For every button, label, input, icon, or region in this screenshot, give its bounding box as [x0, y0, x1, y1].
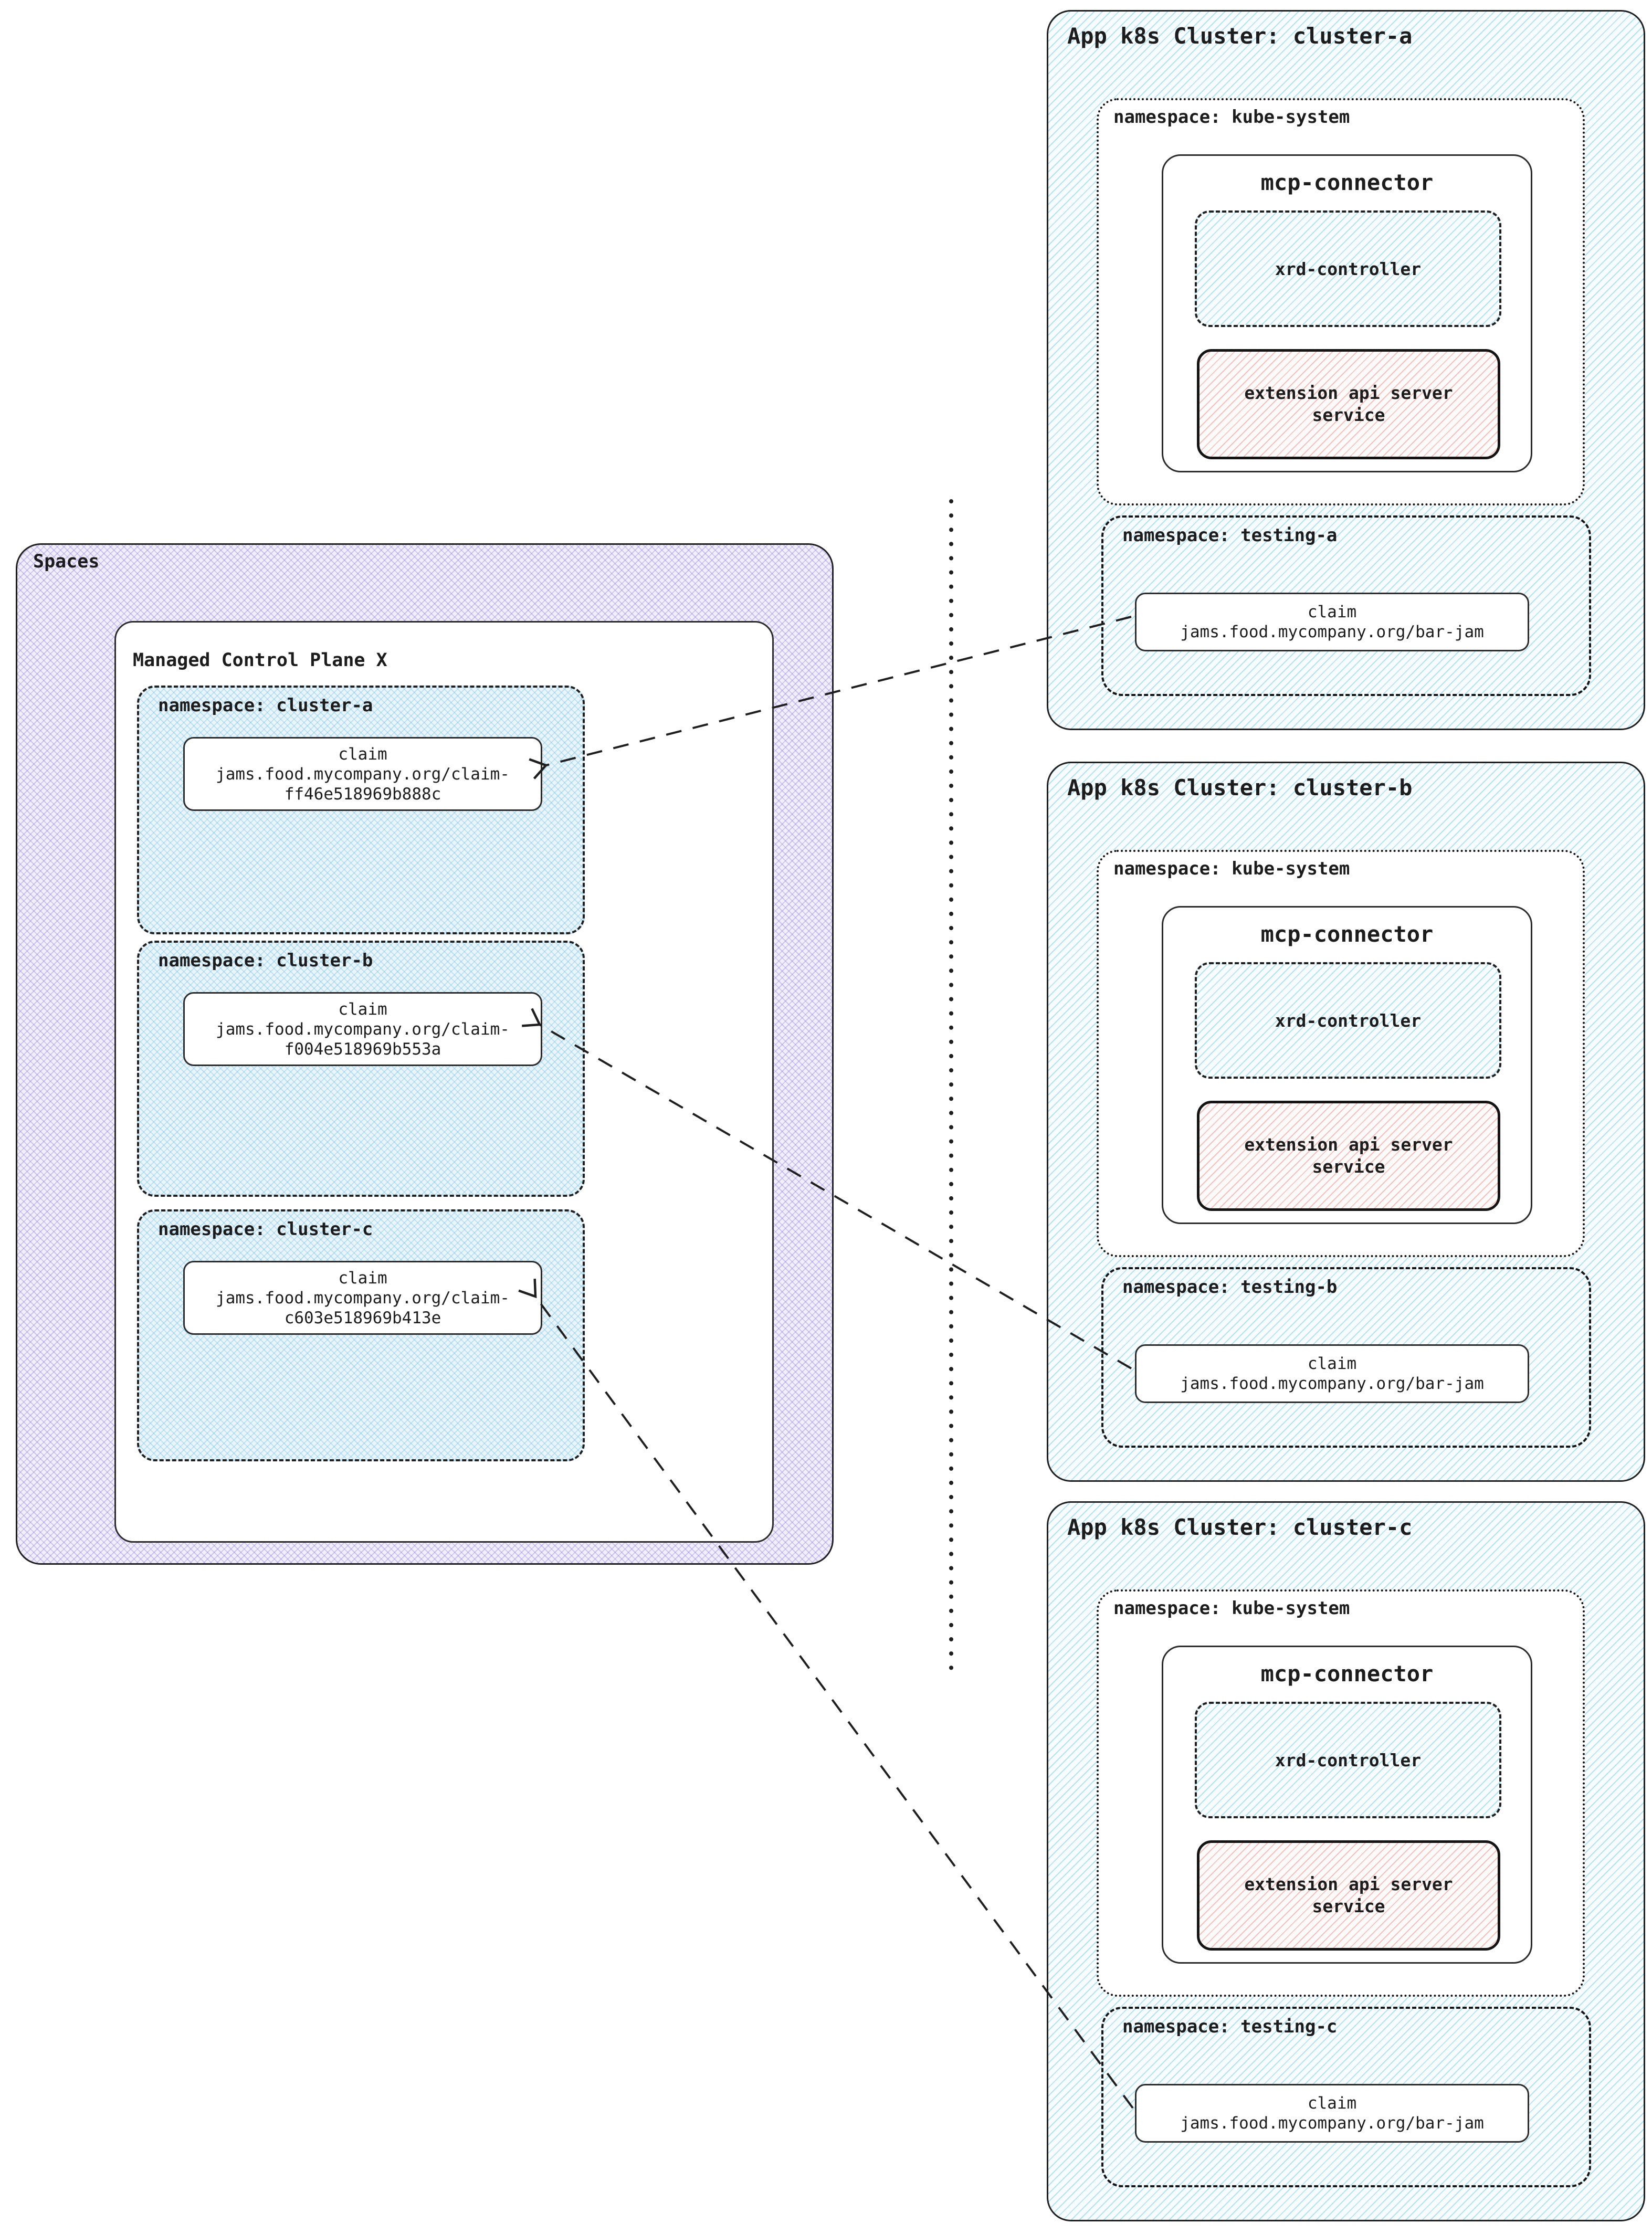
testing-b-box: namespace: testing-b claim jams.food.myc… [1101, 1267, 1591, 1448]
mcp-connector-title: mcp-connector [1260, 1661, 1434, 1687]
testing-a-label: namespace: testing-a [1122, 525, 1338, 546]
claim-box-cluster-a: claim jams.food.mycompany.org/claim- ff4… [183, 737, 542, 811]
xrd-controller-box-a: xrd-controller [1195, 210, 1501, 327]
namespace-cluster-a-box: namespace: cluster-a claim jams.food.myc… [137, 686, 585, 934]
extension-api-server-line1: extension api server [1244, 1874, 1453, 1894]
claim-hash: ff46e518969b888c [284, 784, 441, 804]
app-cluster-a-box: App k8s Cluster: cluster-a namespace: ku… [1047, 10, 1645, 730]
claim-path: jams.food.mycompany.org/claim- [216, 1288, 510, 1308]
spaces-box: Spaces Managed Control Plane X namespace… [16, 543, 834, 1565]
claim-hash: f004e518969b553a [284, 1039, 441, 1059]
extension-api-server-box-b: extension api server service [1197, 1101, 1500, 1211]
namespace-cluster-b-box: namespace: cluster-b claim jams.food.myc… [137, 941, 585, 1197]
namespace-cluster-c-label: namespace: cluster-c [158, 1219, 373, 1240]
mcp-connector-box-a: mcp-connector xrd-controller extension a… [1162, 154, 1532, 472]
xrd-controller-label: xrd-controller [1275, 1750, 1422, 1771]
claim-title: claim [338, 744, 387, 764]
xrd-controller-label: xrd-controller [1275, 258, 1422, 279]
testing-c-label: namespace: testing-c [1122, 2016, 1338, 2037]
managed-control-plane-label: Managed Control Plane X [133, 650, 387, 671]
claim-box-cluster-b: claim jams.food.mycompany.org/claim- f00… [183, 992, 542, 1066]
kube-system-label: namespace: kube-system [1113, 858, 1350, 879]
kube-system-box-a: namespace: kube-system mcp-connector xrd… [1097, 98, 1585, 505]
namespace-cluster-a-label: namespace: cluster-a [158, 695, 373, 716]
spaces-label: Spaces [33, 551, 100, 572]
claim-bar-jam-box-c: claim jams.food.mycompany.org/bar-jam [1135, 2084, 1529, 2143]
claim-title: claim [1307, 603, 1357, 621]
extension-api-server-line2: service [1312, 1896, 1385, 1916]
app-cluster-b-box: App k8s Cluster: cluster-b namespace: ku… [1047, 762, 1645, 1482]
claim-bar-jam-box-b: claim jams.food.mycompany.org/bar-jam [1135, 1344, 1529, 1403]
mcp-connector-box-b: mcp-connector xrd-controller extension a… [1162, 906, 1532, 1224]
mcp-connector-title: mcp-connector [1260, 170, 1434, 195]
testing-c-box: namespace: testing-c claim jams.food.myc… [1101, 2007, 1591, 2187]
extension-api-server-line2: service [1312, 1156, 1385, 1177]
claim-path: jams.food.mycompany.org/bar-jam [1180, 623, 1484, 641]
claim-title: claim [1307, 2094, 1357, 2113]
extension-api-server-line1: extension api server [1244, 383, 1453, 403]
claim-box-cluster-c: claim jams.food.mycompany.org/claim- c60… [183, 1261, 542, 1335]
app-cluster-b-title: App k8s Cluster: cluster-b [1067, 775, 1413, 800]
claim-bar-jam-box-a: claim jams.food.mycompany.org/bar-jam [1135, 593, 1529, 651]
claim-title: claim [338, 1268, 387, 1288]
claim-title: claim [338, 999, 387, 1019]
claim-hash: c603e518969b413e [284, 1308, 441, 1327]
claim-title: claim [1307, 1354, 1357, 1373]
xrd-controller-box-b: xrd-controller [1195, 962, 1501, 1079]
testing-b-label: namespace: testing-b [1122, 1277, 1338, 1298]
kube-system-label: namespace: kube-system [1113, 107, 1350, 128]
namespace-cluster-c-box: namespace: cluster-c claim jams.food.myc… [137, 1209, 585, 1461]
extension-api-server-line1: extension api server [1244, 1134, 1453, 1155]
app-cluster-c-box: App k8s Cluster: cluster-c namespace: ku… [1047, 1501, 1645, 2221]
xrd-controller-label: xrd-controller [1275, 1010, 1422, 1031]
app-cluster-a-title: App k8s Cluster: cluster-a [1067, 23, 1413, 49]
kube-system-label: namespace: kube-system [1113, 1598, 1350, 1619]
kube-system-box-b: namespace: kube-system mcp-connector xrd… [1097, 850, 1585, 1257]
extension-api-server-box-a: extension api server service [1197, 349, 1500, 459]
app-cluster-c-title: App k8s Cluster: cluster-c [1067, 1514, 1413, 1540]
testing-a-box: namespace: testing-a claim jams.food.myc… [1101, 515, 1591, 696]
extension-api-server-box-c: extension api server service [1197, 1840, 1500, 1951]
claim-path: jams.food.mycompany.org/claim- [216, 764, 510, 784]
mcp-connector-title: mcp-connector [1260, 921, 1434, 947]
extension-api-server-line2: service [1312, 405, 1385, 425]
claim-path: jams.food.mycompany.org/claim- [216, 1019, 510, 1039]
claim-path: jams.food.mycompany.org/bar-jam [1180, 2114, 1484, 2133]
kube-system-box-c: namespace: kube-system mcp-connector xrd… [1097, 1589, 1585, 1997]
claim-path: jams.food.mycompany.org/bar-jam [1180, 1374, 1484, 1393]
xrd-controller-box-c: xrd-controller [1195, 1702, 1501, 1818]
managed-control-plane-box: Managed Control Plane X namespace: clust… [114, 621, 774, 1543]
namespace-cluster-b-label: namespace: cluster-b [158, 950, 373, 971]
mcp-connector-box-c: mcp-connector xrd-controller extension a… [1162, 1646, 1532, 1964]
